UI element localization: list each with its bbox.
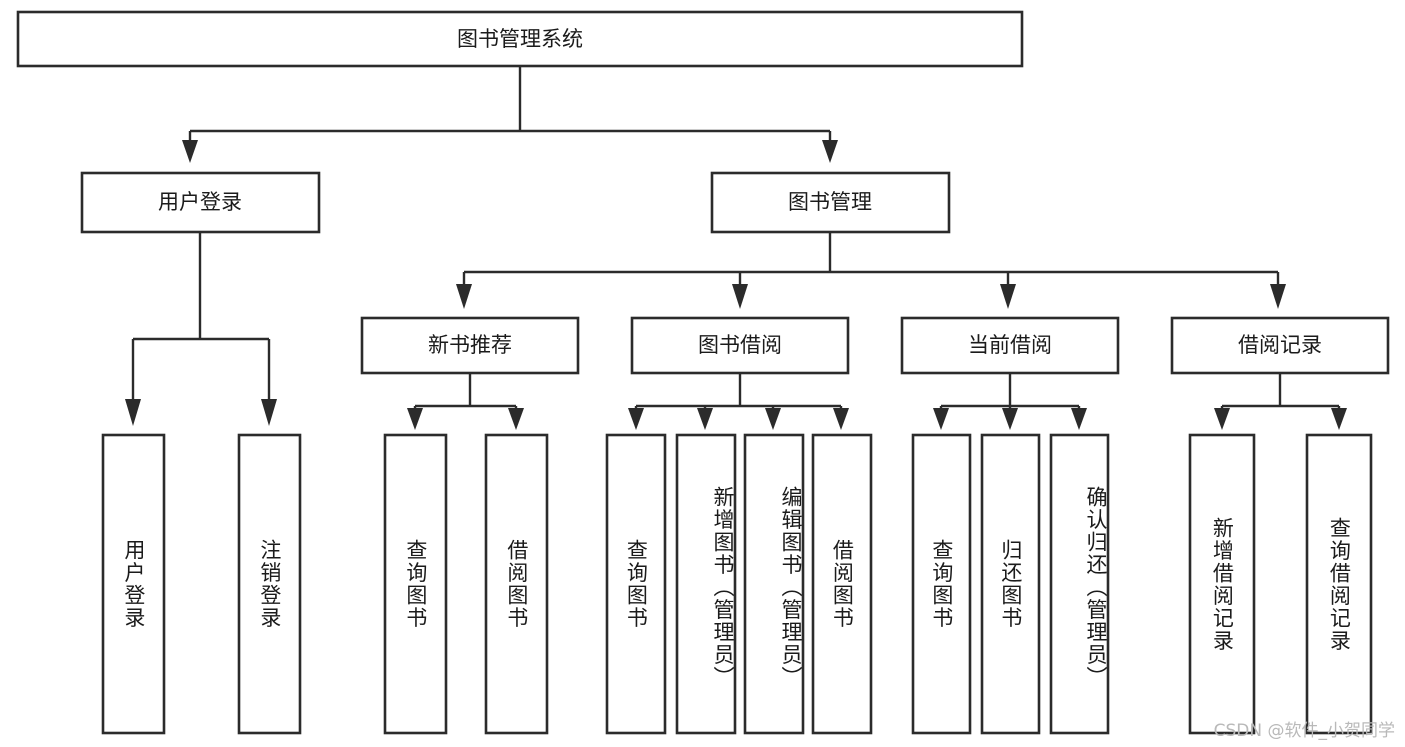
node-new-book-recommend[interactable]: 新书推荐 [360,316,580,375]
leaf-borrow-records-0[interactable] [1188,433,1256,735]
leaf-new-book-recommend-1[interactable] [484,433,549,735]
node-borrow-records[interactable]: 借阅记录 [1170,316,1390,375]
node-root[interactable]: 图书管理系统 [16,10,1024,68]
connector-bookmgmt-to-level3 [456,232,1286,309]
connector-bookborrow-to-leaves [628,373,849,430]
node-current-borrow[interactable]: 当前借阅 [900,316,1120,375]
leaf-book-borrow-3[interactable] [811,433,873,735]
leaf-book-borrow-1[interactable] [675,433,737,735]
leaf-user-login-0[interactable] [101,433,166,735]
connector-root-to-level2 [182,66,838,163]
leaf-current-borrow-2[interactable] [1049,433,1110,735]
leaf-current-borrow-0[interactable] [911,433,972,735]
connector-borrowrecords-to-leaves [1214,373,1347,430]
leaf-current-borrow-1[interactable] [980,433,1041,735]
node-new-book-recommend-label: 新书推荐 [428,333,512,357]
leaf-book-borrow-2[interactable] [743,433,805,735]
connector-userlogin-to-leaves [125,232,277,426]
leaf-borrow-records-1[interactable] [1305,433,1373,735]
node-book-management[interactable]: 图书管理 [710,171,951,234]
node-current-borrow-label: 当前借阅 [968,333,1052,357]
leaf-new-book-recommend-0[interactable] [383,433,448,735]
connector-currentborrow-to-leaves [933,373,1087,430]
node-user-login[interactable]: 用户登录 [80,171,321,234]
watermark-text: CSDN @软件_小贺同学 [1213,721,1395,741]
leaf-user-login-1[interactable] [237,433,302,735]
node-book-management-label: 图书管理 [788,190,872,214]
node-book-borrow-label: 图书借阅 [698,333,782,357]
leaf-book-borrow-0[interactable] [605,433,667,735]
connector-newbook-to-leaves [407,373,524,430]
node-book-borrow[interactable]: 图书借阅 [630,316,850,375]
node-root-label: 图书管理系统 [457,27,583,51]
node-user-login-label: 用户登录 [158,190,242,214]
node-borrow-records-label: 借阅记录 [1238,333,1322,357]
